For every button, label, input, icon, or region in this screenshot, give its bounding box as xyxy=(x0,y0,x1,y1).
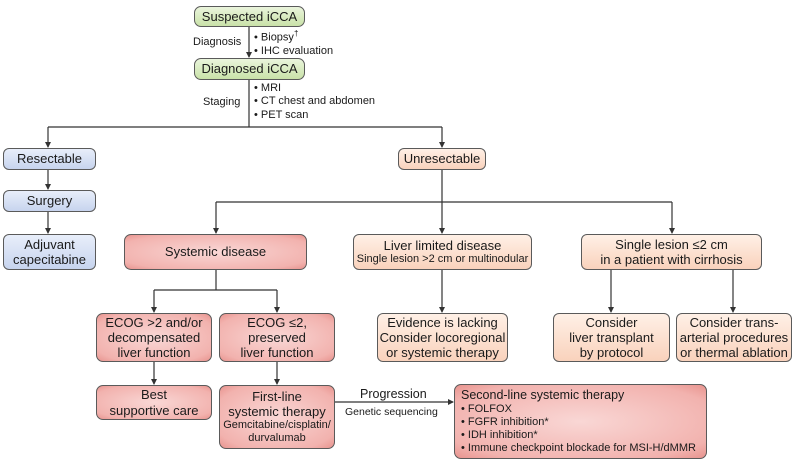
node-surgery-label: Surgery xyxy=(26,193,73,209)
node-ecog-le2-line2: preserved xyxy=(248,329,306,345)
node-evidence-line3: or systemic therapy xyxy=(386,345,499,361)
staging-list: • MRI • CT chest and abdomen • PET scan xyxy=(254,82,375,122)
node-ecog-gt2-line1: ECOG >2 and/or xyxy=(105,314,203,330)
node-liver-limited-title: Liver limited disease xyxy=(383,237,502,253)
node-single-lesion: Single lesion ≤2 cm in a patient with ci… xyxy=(581,234,762,270)
node-systemic-label: Systemic disease xyxy=(164,244,267,260)
node-liver-transplant: Consider liver transplant by protocol xyxy=(553,313,670,362)
staging-item-mri: • MRI xyxy=(254,82,282,94)
node-first-line-line2: systemic therapy xyxy=(228,404,326,420)
node-single-lesion-line1: Single lesion ≤2 cm xyxy=(615,236,728,252)
node-ecog-le2-line3: liver function xyxy=(240,345,314,361)
node-evidence-line2: Consider locoregional xyxy=(379,329,506,345)
node-adjuvant-capecitabine: Adjuvant capecitabine xyxy=(3,234,96,270)
node-first-line-regimen-1: Gemcitabine/cisplatin/ xyxy=(223,419,331,432)
node-evidence-line1: Evidence is lacking xyxy=(387,314,498,330)
second-line-item-folfox: • FOLFOX xyxy=(461,402,512,415)
node-adjuvant-line2: capecitabine xyxy=(13,252,86,267)
node-ecog-gt2-line3: liver function xyxy=(117,345,191,361)
node-resectable: Resectable xyxy=(3,148,96,170)
node-systemic-disease: Systemic disease xyxy=(124,234,307,270)
node-transplant-line2: liver transplant xyxy=(569,329,654,345)
second-line-item-fgfr: • FGFR inhibition* xyxy=(461,415,549,428)
node-ecog-le2-line1: ECOG ≤2, xyxy=(247,314,307,330)
node-second-line-therapy: Second-line systemic therapy • FOLFOX • … xyxy=(454,384,707,459)
node-diagnosed-label: Diagnosed iCCA xyxy=(201,61,298,77)
node-best-care-line1: Best xyxy=(140,387,167,403)
staging-item-pet: • PET scan xyxy=(254,108,309,121)
node-resectable-label: Resectable xyxy=(16,151,83,167)
node-transarterial-line3: or thermal ablation xyxy=(680,345,788,361)
diagnosis-item-ihc: • IHC evaluation xyxy=(254,45,334,58)
node-transplant-line1: Consider xyxy=(585,314,638,330)
node-liver-limited-subtitle: Single lesion >2 cm or multinodular xyxy=(356,253,529,266)
node-best-care-line2: supportive care xyxy=(109,402,199,418)
node-second-line-title: Second-line systemic therapy xyxy=(461,388,625,403)
node-transarterial: Consider trans- arterial procedures or t… xyxy=(676,313,792,362)
node-surgery: Surgery xyxy=(3,190,96,212)
second-line-item-immune-checkpoint: • Immune checkpoint blockade for MSI-H/d… xyxy=(461,441,696,454)
diagnosis-list: • Biopsy† • IHC evaluation xyxy=(254,29,333,58)
second-line-item-idh: • IDH inhibition* xyxy=(461,428,538,441)
edge-label-genetic-sequencing: Genetic sequencing xyxy=(345,406,438,418)
edge-label-progression: Progression xyxy=(360,387,427,401)
diagnosis-item-biopsy: • Biopsy† xyxy=(254,29,299,44)
node-unresectable-label: Unresectable xyxy=(403,151,481,167)
edge-label-diagnosis: Diagnosis xyxy=(193,36,242,48)
node-ecog-gt2-line2: decompensated xyxy=(107,329,201,345)
node-ecog-gt2: ECOG >2 and/or decompensated liver funct… xyxy=(96,313,212,362)
edge-label-staging: Staging xyxy=(203,96,241,108)
node-first-line-line1: First-line xyxy=(252,388,302,404)
node-suspected-icca: Suspected iCCA xyxy=(194,6,305,27)
node-transarterial-line2: arterial procedures xyxy=(679,329,789,345)
node-single-lesion-line2: in a patient with cirrhosis xyxy=(600,252,743,267)
node-evidence-lacking: Evidence is lacking Consider locoregiona… xyxy=(377,313,508,362)
node-diagnosed-icca: Diagnosed iCCA xyxy=(194,58,305,80)
node-best-supportive-care: Best supportive care xyxy=(96,385,212,420)
node-first-line-therapy: First-line systemic therapy Gemcitabine/… xyxy=(219,385,335,449)
node-liver-limited: Liver limited disease Single lesion >2 c… xyxy=(353,234,532,270)
node-unresectable: Unresectable xyxy=(398,148,486,170)
node-adjuvant-line1: Adjuvant xyxy=(24,236,75,252)
node-first-line-regimen-2: durvalumab xyxy=(248,432,306,445)
staging-item-ct: • CT chest and abdomen xyxy=(254,95,376,108)
node-suspected-label: Suspected iCCA xyxy=(201,8,298,24)
node-transarterial-line1: Consider trans- xyxy=(689,314,779,330)
node-ecog-le2: ECOG ≤2, preserved liver function xyxy=(219,313,335,362)
node-transplant-line3: by protocol xyxy=(579,345,644,361)
